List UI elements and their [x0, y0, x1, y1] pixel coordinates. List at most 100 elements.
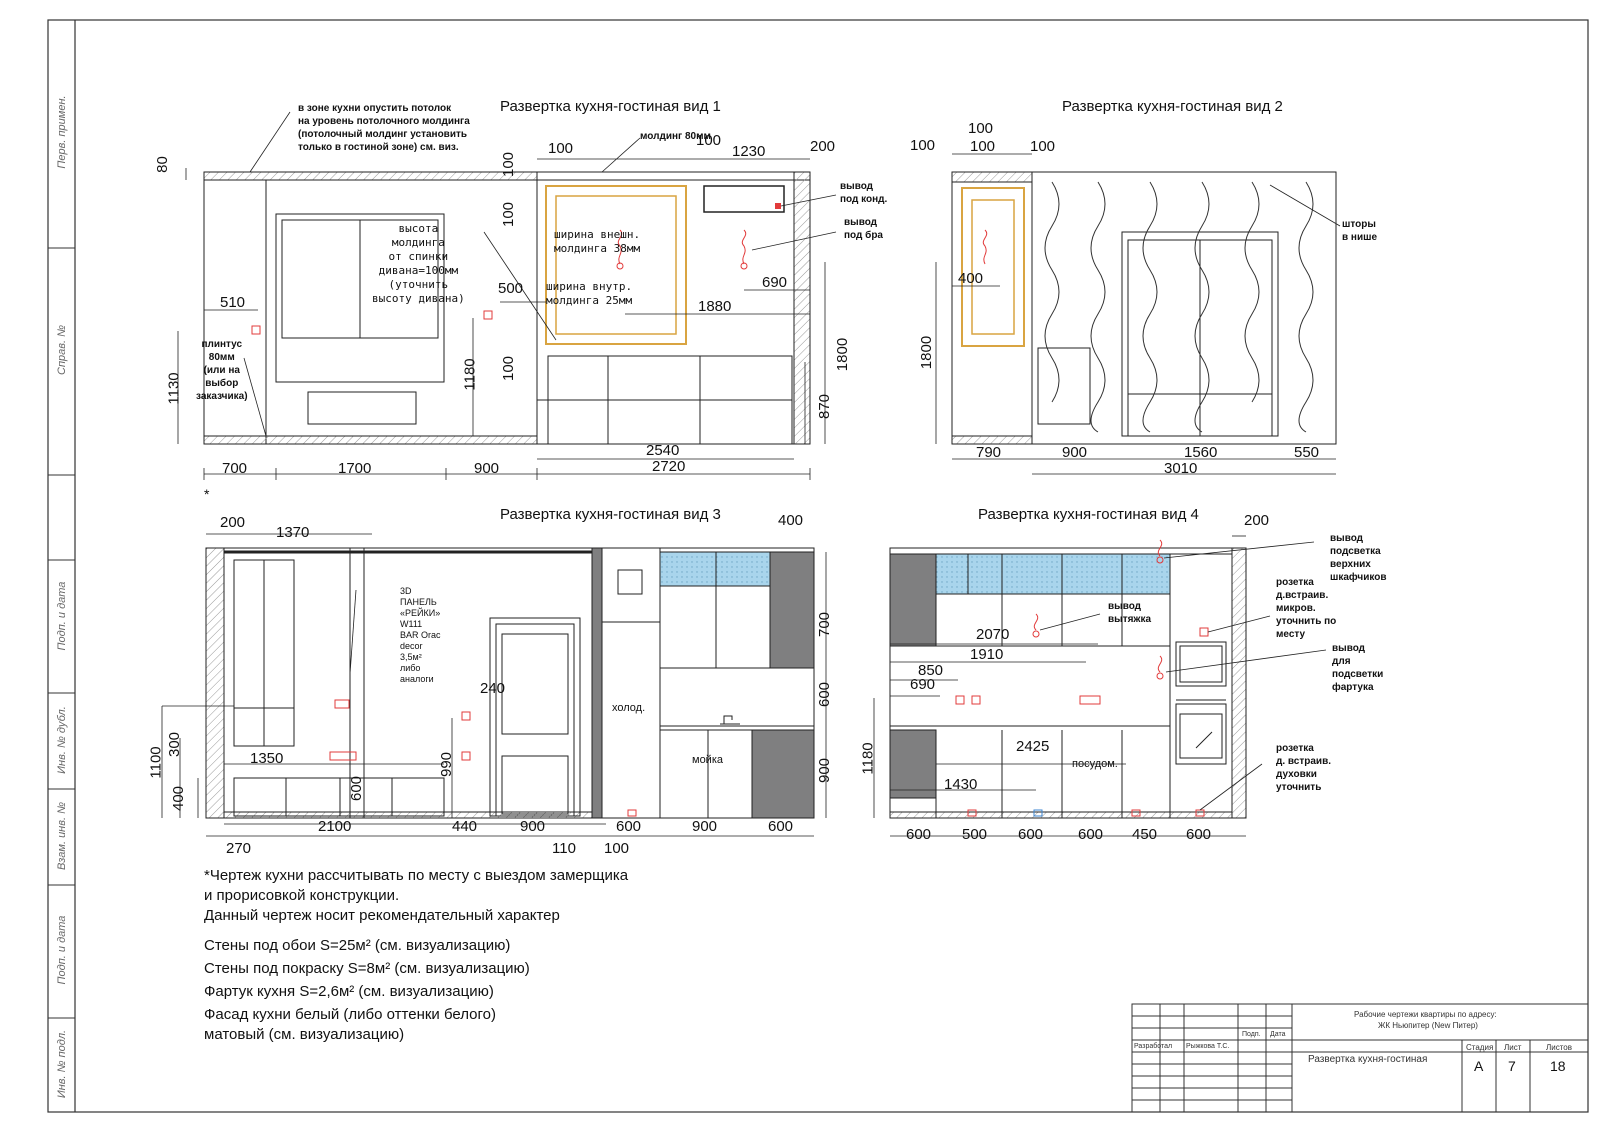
dim-v4-690: 690	[910, 676, 936, 693]
view-1-ac-outlet-callout: вывод под конд.	[840, 181, 888, 205]
dim-v3-400-top: 400	[778, 512, 804, 529]
dim-v2-1560: 1560	[1184, 444, 1218, 461]
dim-v1-500: 500	[498, 280, 524, 297]
view-2-curtains-callout: шторы в нише	[1342, 219, 1378, 243]
dim-v3-1370: 1370	[276, 524, 310, 541]
dim-v3-240: 240	[480, 680, 506, 697]
title-block-sheets: 18	[1550, 1058, 1566, 1074]
view-3-panel-note: 3D ПАНЕЛЬ «РЕЙКИ» W111 BAR Orac decor 3,…	[400, 586, 441, 684]
dim-v2-100-mid: 100	[970, 138, 996, 155]
dim-v1-700: 700	[222, 460, 248, 477]
dim-v4-2425: 2425	[1016, 738, 1050, 755]
title-block-sheet-title: Развертка кухня-гостиная	[1308, 1054, 1428, 1065]
dim-v1-1230: 1230	[732, 143, 766, 160]
dim-v3-2100: 2100	[318, 818, 352, 835]
view-2-sconce-outlet	[982, 229, 988, 265]
stamp-label-sign-date-1: Подп. и дата	[56, 581, 68, 651]
dim-v3-110: 110	[552, 840, 576, 857]
dim-v3-600-b3: 600	[768, 818, 794, 835]
dim-v4-1430: 1430	[944, 776, 978, 793]
dim-v1-870: 870	[816, 393, 834, 420]
dim-v1-690: 690	[762, 274, 788, 291]
stamp-label-replace-inv: Взам. инв. №	[56, 801, 68, 871]
dim-v1-2540: 2540	[646, 442, 680, 459]
view-3-fridge-label: холод.	[612, 702, 646, 714]
view-1-inner-molding-note: ширина внутр. молдинга 25мм	[546, 280, 633, 307]
stamp-label-sign-date-2: Подп. и дата	[56, 915, 68, 985]
dim-v3-990: 990	[438, 751, 456, 778]
dim-v4-1910: 1910	[970, 646, 1004, 663]
title-block-author: Рыжкова Т.С.	[1186, 1043, 1230, 1050]
view-2-dimension-lines	[935, 153, 1341, 475]
dim-v4-850: 850	[918, 662, 944, 679]
dim-v1-200: 200	[810, 138, 836, 155]
dim-v3-400-left: 400	[170, 785, 188, 812]
dim-v1-2720: 2720	[652, 458, 686, 475]
dim-v4-bottom-3: 600	[1018, 826, 1044, 843]
view-1-outer-molding-note: ширина внешн. молдинга 38мм	[554, 228, 641, 255]
dim-v4-2070: 2070	[976, 626, 1010, 643]
stamp-label-ref-number: Справ. №	[56, 325, 68, 375]
dim-v3-900-bottom: 900	[520, 818, 546, 835]
dim-v2-1800: 1800	[918, 335, 936, 370]
view-1-molding-callout: молдинг 80мм	[640, 131, 711, 142]
title-block-sheet: 7	[1508, 1058, 1516, 1074]
dim-v4-bottom-6: 600	[1186, 826, 1212, 843]
general-notes: *Чертеж кухни рассчитывать по месту с вы…	[204, 866, 628, 1045]
dim-v4-bottom-4: 600	[1078, 826, 1104, 843]
view-3-dimension-lines	[161, 533, 827, 837]
dim-v2-100-left: 100	[910, 137, 936, 154]
note-line-8: матовый (см. визуализацию)	[204, 1026, 405, 1043]
dim-v4-1180: 1180	[859, 742, 877, 775]
view-4-dimension-lines	[873, 535, 1327, 837]
title-block-project-line-1: Рабочие чертежи квартиры по адресу:	[1354, 1010, 1497, 1019]
dim-v4-200: 200	[1244, 512, 1270, 529]
view-4-hood-callout: вывод вытяжка	[1108, 601, 1152, 625]
dim-v3-900-right: 900	[816, 757, 834, 784]
dim-v1-510: 510	[220, 294, 246, 311]
title-block-stage: А	[1474, 1058, 1484, 1074]
title-block-role: Разработал	[1134, 1043, 1173, 1050]
dim-v3-600-mid: 600	[348, 775, 366, 802]
view-1-outlets	[251, 203, 781, 335]
note-line-3: Данный чертеж носит рекомендательный хар…	[204, 907, 560, 924]
view-4-apron-light-callout: вывод для подсветки фартука	[1332, 643, 1384, 693]
view-1-ceiling-note: в зоне кухни опустить потолок на уровень…	[298, 103, 470, 153]
dim-v3-600-b1: 600	[616, 818, 642, 835]
dim-v3-700: 700	[816, 611, 834, 638]
dim-v4-bottom-5: 450	[1132, 826, 1158, 843]
dim-v1-100-v2: 100	[500, 201, 518, 228]
note-line-1: *Чертеж кухни рассчитывать по месту с вы…	[204, 867, 629, 884]
note-line-2: и прорисовкой конструкции.	[204, 887, 400, 904]
dim-v3-100: 100	[604, 840, 630, 857]
view-3-outlets	[329, 699, 637, 817]
dim-v3-270: 270	[226, 840, 252, 857]
note-line-4: Стены под обои S=25м² (см. визуализацию)	[204, 937, 511, 954]
view-4-elevation	[889, 547, 1247, 819]
view-4-title: Развертка кухня-гостиная вид 4	[978, 506, 1199, 523]
stamp-label-first-use: Перв. примен.	[56, 95, 68, 169]
view-3-asterisk: *	[204, 486, 210, 502]
dim-v2-900: 900	[1062, 444, 1088, 461]
view-4-upper-light-callout: вывод подсветка верхних шкафчиков	[1330, 533, 1387, 583]
dim-v1-1800: 1800	[834, 337, 852, 372]
dim-v3-440: 440	[452, 818, 478, 835]
view-1-plinth-note: плинтус 80мм (или на выбор заказчика)	[196, 339, 248, 402]
view-4-outlets	[955, 539, 1209, 817]
view-3-sink-label: мойка	[692, 754, 723, 766]
dim-v2-550: 550	[1294, 444, 1320, 461]
title-block-stage-label: Стадия	[1466, 1043, 1494, 1052]
view-4-oven-outlet-callout: розетка д. встраив. духовки уточнить	[1276, 743, 1332, 793]
dim-v3-1100: 1100	[147, 746, 165, 779]
dim-v3-1350: 1350	[250, 750, 284, 767]
stamp-label-dup-inv: Инв. № дубл.	[56, 706, 68, 774]
view-4-microwave-outlet-callout: розетка д.встраив. микров. уточнить по м…	[1276, 577, 1337, 640]
dim-v3-900-b2: 900	[692, 818, 718, 835]
dim-v4-bottom-1: 600	[906, 826, 932, 843]
view-1-elevation	[203, 171, 811, 445]
side-stamp-cells	[48, 247, 75, 1019]
view-2-title: Развертка кухня-гостиная вид 2	[1062, 98, 1283, 115]
view-1-molding-height-note: высота молдинга от спинки дивана=100мм (…	[372, 222, 465, 305]
title-block-col-sign: Подп.	[1242, 1031, 1261, 1038]
